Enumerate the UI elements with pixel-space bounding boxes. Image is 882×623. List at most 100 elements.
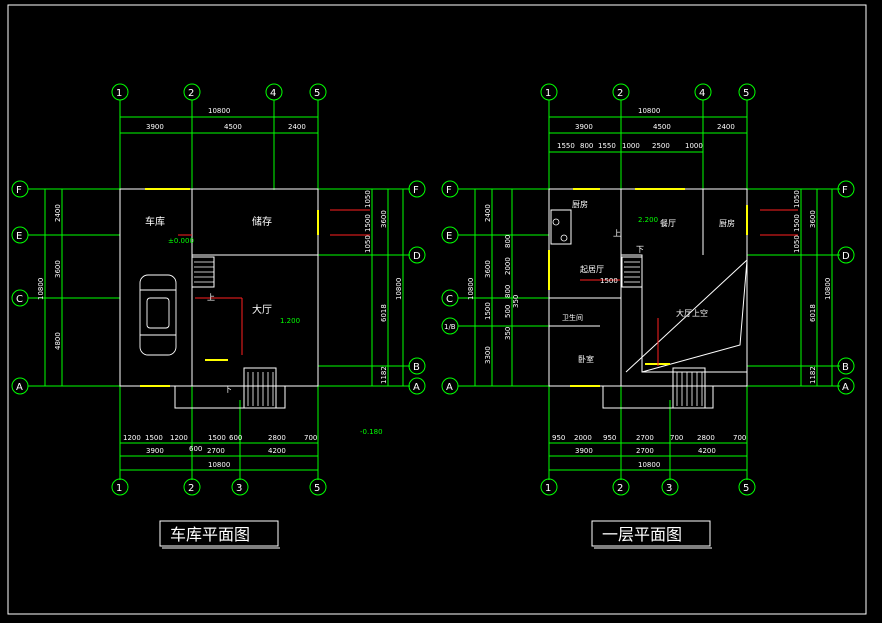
dim-r-top-a: 3900 xyxy=(575,123,593,131)
dim-left-b: 3600 xyxy=(54,260,62,278)
axis-bubble-r-1-top: 1 xyxy=(540,83,558,101)
axis-bubble-F-right: F xyxy=(408,180,426,198)
axis-bubble-2-bottom: 2 xyxy=(183,478,201,496)
axis-bubble-2-top: 2 xyxy=(183,83,201,101)
axis-bubble-r-5-top: 5 xyxy=(738,83,756,101)
dim-right-a: 1050 xyxy=(364,190,372,208)
svg-text:B: B xyxy=(413,362,420,373)
dim-r-bot-1: 950 xyxy=(552,434,565,442)
dim-top-a: 3900 xyxy=(146,123,164,131)
dim-left-total: 10800 xyxy=(37,278,45,300)
room-garage: 车库 xyxy=(145,215,165,228)
porch-r xyxy=(602,385,714,409)
dim-bot-mid-a: 600 xyxy=(189,445,202,453)
room-living: 起居厅 xyxy=(580,265,604,274)
stair-down-label: 下 xyxy=(224,385,232,394)
level-0: ±0.000 xyxy=(168,237,194,245)
level-2: -0.180 xyxy=(360,428,383,436)
axis-bubble-r-sub-left: 1/B xyxy=(441,317,459,335)
dim-r-bot-6: 2800 xyxy=(697,434,715,442)
dim-left-c: 4800 xyxy=(54,332,62,350)
dim-bot-3: 1200 xyxy=(170,434,188,442)
level-r-1: 1500 xyxy=(600,277,618,285)
svg-text:E: E xyxy=(16,231,22,242)
svg-text:A: A xyxy=(413,382,420,393)
room-kitchen-a: 厨房 xyxy=(572,199,588,209)
dim-r-left-total: 10800 xyxy=(467,278,475,300)
dim-r-left-k: 350 xyxy=(504,327,512,340)
axis-bubble-r-5-bottom: 5 xyxy=(738,478,756,496)
plan-title-first-floor: 一层平面图 xyxy=(602,525,682,544)
axis-bubble-C-left: C xyxy=(11,289,29,307)
dim-right-b: 1500 xyxy=(364,214,372,232)
dim-r-sub-5: 2500 xyxy=(652,142,670,150)
axis-bubble-r-A-right: A xyxy=(837,377,855,395)
svg-text:1: 1 xyxy=(116,88,122,99)
dim-r-right-f: 1182 xyxy=(809,366,817,384)
svg-text:C: C xyxy=(446,294,453,305)
stair-r xyxy=(621,256,643,288)
svg-text:F: F xyxy=(16,185,22,196)
dim-bot-5: 600 xyxy=(229,434,242,442)
dim-r-left-e: 2000 xyxy=(504,257,512,275)
steps-r xyxy=(672,367,706,409)
dim-right-d: 3600 xyxy=(380,210,388,228)
first-floor-plan: 厨房 餐厅 厨房 起居厅 卫生间 卧室 大厅上空 上 下 2.200 1500 … xyxy=(441,83,855,549)
dim-r-left-f: 800 xyxy=(504,285,512,298)
axis-bubble-r-C-left: C xyxy=(441,289,459,307)
svg-text:4: 4 xyxy=(699,88,705,99)
level-r-0: 2.200 xyxy=(638,216,658,224)
axis-bubble-5-bottom: 5 xyxy=(309,478,327,496)
svg-text:1: 1 xyxy=(545,483,551,494)
svg-text:E: E xyxy=(446,231,452,242)
stair-treads xyxy=(194,261,274,406)
room-kitchen-b: 厨房 xyxy=(719,218,735,228)
axis-bubble-r-2-bottom: 2 xyxy=(612,478,630,496)
garage-floor-plan: 车库 储存 大厅 上 下 ±0.000 1.200 -0.180 10800 3… xyxy=(11,83,426,549)
stair-down-r: 下 xyxy=(636,245,644,254)
plan-title-garage: 车库平面图 xyxy=(170,525,250,544)
stair-up-label: 上 xyxy=(207,293,215,302)
dim-bot-sum-a: 3900 xyxy=(146,447,164,455)
svg-text:F: F xyxy=(842,185,848,196)
dim-r-left-h: 500 xyxy=(504,305,512,318)
dim-top-total: 10800 xyxy=(208,107,230,115)
axis-bubble-r-F-right: F xyxy=(837,180,855,198)
dim-r-bot-sum-c: 4200 xyxy=(698,447,716,455)
dim-right-e: 6018 xyxy=(380,304,388,322)
drawing-frame xyxy=(7,4,867,615)
level-1: 1.200 xyxy=(280,317,300,325)
fixture-r xyxy=(550,209,572,245)
axis-bubble-B-right: B xyxy=(408,357,426,375)
svg-text:3: 3 xyxy=(666,483,672,494)
dim-r-left-b: 3600 xyxy=(484,260,492,278)
entry-steps xyxy=(243,367,277,409)
dim-left-a: 2400 xyxy=(54,204,62,222)
svg-text:5: 5 xyxy=(743,88,749,99)
void-diagonal-2 xyxy=(641,259,748,373)
axis-bubble-r-2-top: 2 xyxy=(612,83,630,101)
dim-r-bot-4: 2700 xyxy=(636,434,654,442)
dim-bot-1: 1200 xyxy=(123,434,141,442)
svg-text:1: 1 xyxy=(116,483,122,494)
svg-text:5: 5 xyxy=(314,88,320,99)
dim-bot-total: 10800 xyxy=(208,461,230,469)
svg-text:B: B xyxy=(842,362,849,373)
axis-bubble-r-E-left: E xyxy=(441,226,459,244)
dim-right-c: 1050 xyxy=(364,235,372,253)
dim-top-c: 2400 xyxy=(288,123,306,131)
dim-r-sub-2: 800 xyxy=(580,142,593,150)
stair-treads-r xyxy=(552,218,703,406)
axis-bubble-r-B-right: B xyxy=(837,357,855,375)
dim-r-right-total: 10800 xyxy=(824,278,832,300)
svg-text:F: F xyxy=(413,185,419,196)
svg-text:A: A xyxy=(842,382,849,393)
axis-bubble-4-top: 4 xyxy=(265,83,283,101)
axis-bubble-r-A-left: A xyxy=(441,377,459,395)
axis-bubble-3-bottom: 3 xyxy=(231,478,249,496)
dim-r-bot-2: 2000 xyxy=(574,434,592,442)
svg-text:2: 2 xyxy=(617,88,623,99)
dim-right-total: 10800 xyxy=(395,278,403,300)
